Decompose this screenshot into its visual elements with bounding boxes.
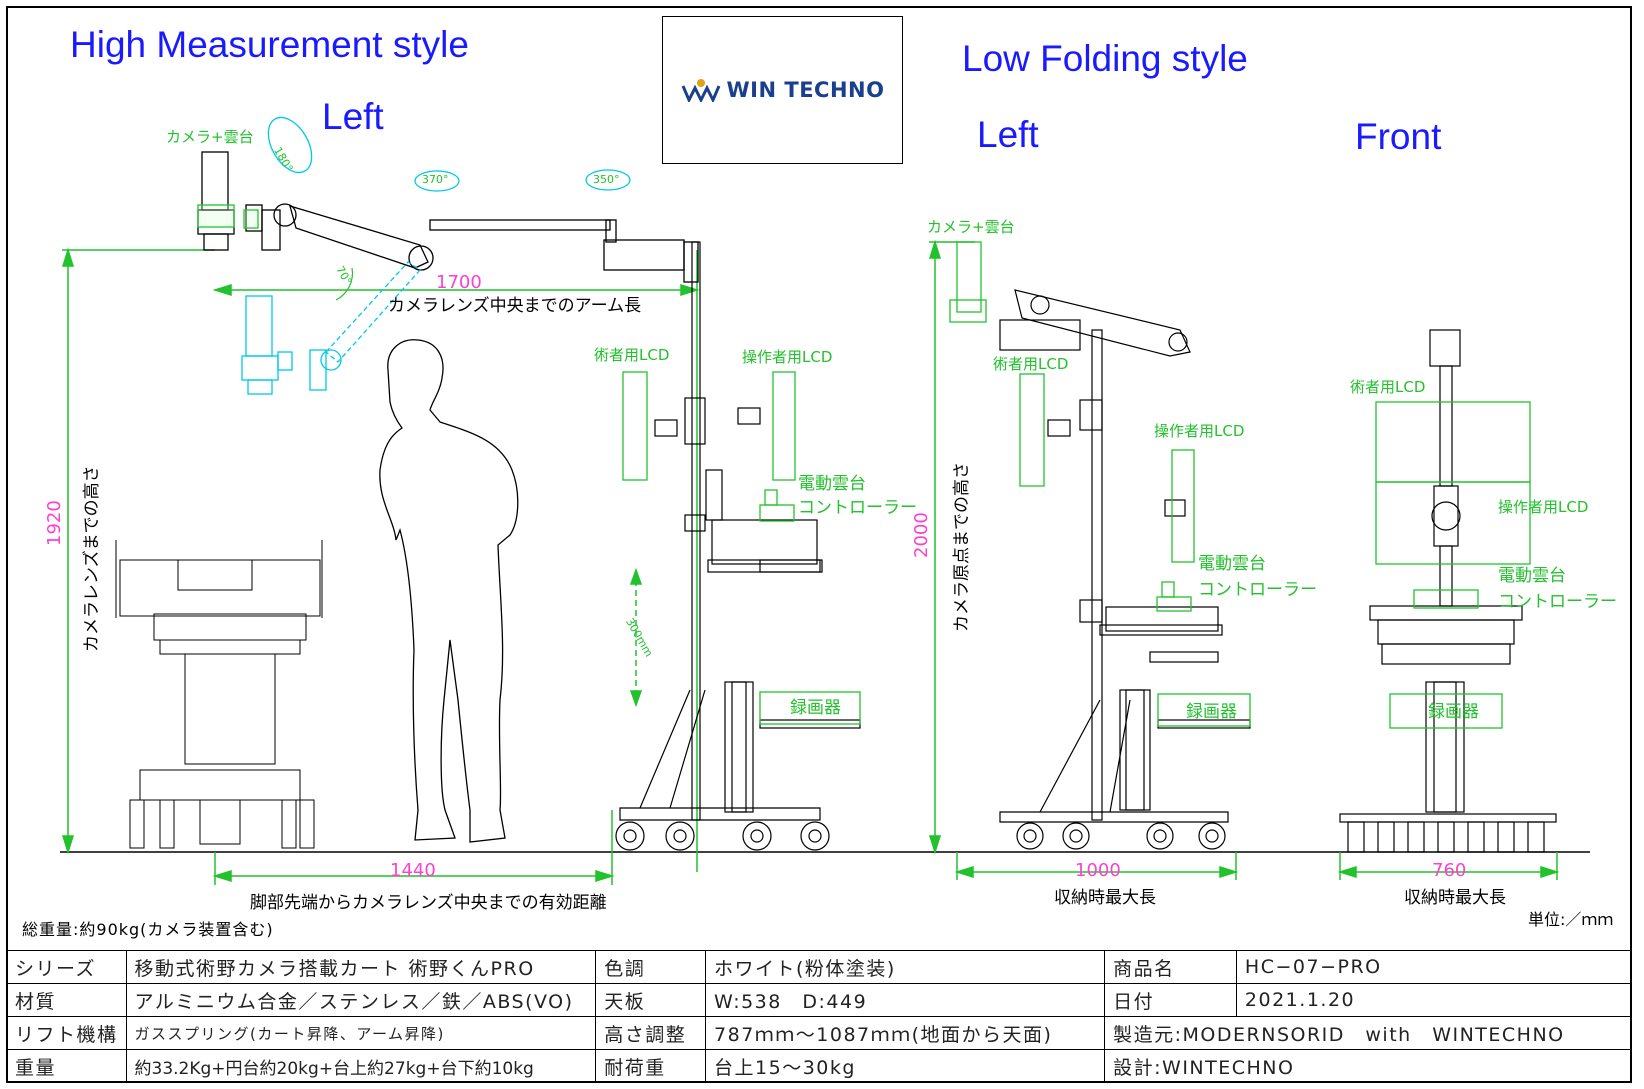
label-camera-head: カメラ+雲台	[166, 128, 254, 146]
spec-cell: 商品名	[1104, 950, 1237, 984]
label-surgeon-lcd: 術者用LCD	[594, 346, 670, 364]
spec-cell: 重量	[6, 1049, 127, 1083]
spec-cell: 移動式術野カメラ搭載カート 術野くんPRO	[125, 950, 597, 984]
spec-cell: 製造元:MODERNSORID with WINTECHNO	[1104, 1016, 1632, 1050]
label-recorder: 録画器	[790, 698, 841, 718]
spec-cell: 787ｍｍ〜1087ｍｍ(地面から天面)	[705, 1016, 1106, 1050]
spec-row: シリーズ 移動式術野カメラ搭載カート 術野くんPRO 色調 ホワイト(粉体塗装)…	[6, 950, 1633, 984]
logo-box: WIN TECHNO	[662, 16, 903, 164]
label-surgeon-lcd-low: 術者用LCD	[993, 355, 1069, 373]
label-origin-height: カメラ原点までの高さ	[952, 462, 972, 632]
spec-cell: 耐荷重	[595, 1049, 707, 1083]
label-rot-350: 350°	[593, 173, 620, 186]
spec-row: 重量 約33.2Kg+円台約20kg+台上約27kg+台下約10kg 耐荷重 台…	[6, 1049, 1632, 1083]
label-motor-head: 電動雲台	[798, 474, 866, 494]
label-arm-length: カメラレンズ中央までのアーム長	[388, 296, 642, 316]
spec-cell: 色調	[595, 950, 707, 984]
label-camera-head-low: カメラ+雲台	[927, 218, 1015, 236]
spec-cell: W:538 D:449	[705, 983, 1106, 1017]
spec-cell: リフト機構	[6, 1016, 127, 1050]
high-style-heading: High Measurement style	[70, 24, 469, 65]
spec-cell: HC−07−PRO	[1235, 950, 1633, 984]
label-effective-distance: 脚部先端からカメラレンズ中央までの有効距離	[250, 893, 607, 913]
low-left-heading: Left	[977, 114, 1039, 155]
dim-length-low: 1000	[1075, 860, 1121, 881]
spec-cell: 約33.2Kg+円台約20kg+台上約27kg+台下約10kg	[125, 1049, 597, 1083]
low-style-heading: Low Folding style	[962, 38, 1248, 79]
spec-cell: 台上15〜30kg	[705, 1049, 1106, 1083]
label-storage-max-low: 収納時最大長	[1054, 888, 1156, 908]
label-controller-front: コントローラー	[1498, 592, 1617, 612]
label-total-weight: 総重量:約90kg(カメラ装置含む)	[22, 920, 274, 939]
label-motor-head-front: 電動雲台	[1498, 566, 1566, 586]
spec-cell: シリーズ	[6, 950, 127, 984]
low-front-heading: Front	[1355, 116, 1442, 157]
label-controller: コントローラー	[798, 498, 917, 518]
spec-row: リフト機構 ガススプリング(カート昇降、アーム昇降) 高さ調整 787ｍｍ〜10…	[6, 1016, 1632, 1050]
spec-cell: 天板	[595, 983, 707, 1017]
label-recorder-front: 録画器	[1428, 702, 1479, 722]
label-operator-lcd-low: 操作者用LCD	[1154, 422, 1245, 440]
dim-height-low: 2000	[911, 512, 932, 558]
dim-distance: 1440	[390, 860, 436, 881]
win-techno-logo-icon	[681, 79, 720, 102]
high-left-heading: Left	[322, 96, 384, 137]
spec-cell: 材質	[6, 983, 127, 1017]
human-silhouette	[379, 339, 519, 843]
spec-cell: 2021.1.20	[1235, 983, 1633, 1017]
label-operator-lcd-front: 操作者用LCD	[1498, 498, 1589, 516]
dim-length-front: 760	[1432, 860, 1467, 881]
label-operator-lcd: 操作者用LCD	[742, 348, 833, 366]
label-lens-height: カメラレンズまでの高さ	[82, 465, 102, 652]
logo-text: WIN TECHNO	[726, 78, 885, 102]
label-controller-low: コントローラー	[1198, 580, 1317, 600]
spec-cell: 設計:WINTECHNO	[1104, 1049, 1632, 1083]
spec-cell: 日付	[1104, 983, 1237, 1017]
label-unit: 単位:／ｍｍ	[1528, 910, 1614, 929]
spec-cell: ガススプリング(カート昇降、アーム昇降)	[125, 1016, 597, 1050]
dim-arm: 1700	[436, 272, 482, 293]
label-surgeon-lcd-front: 術者用LCD	[1350, 378, 1426, 396]
label-motor-head-low: 電動雲台	[1198, 554, 1266, 574]
spec-row: 材質 アルミニウム合金／ステンレス／鉄／ABS(VO) 天板 W:538 D:4…	[6, 983, 1633, 1017]
dim-height-high: 1920	[44, 500, 65, 546]
label-recorder-low: 録画器	[1186, 702, 1237, 722]
label-storage-max-front: 収納時最大長	[1404, 888, 1506, 908]
spec-table: シリーズ 移動式術野カメラ搭載カート 術野くんPRO 色調 ホワイト(粉体塗装)…	[6, 950, 1633, 1083]
spec-cell: 高さ調整	[595, 1016, 707, 1050]
spec-cell: ホワイト(粉体塗装)	[705, 950, 1106, 984]
spec-cell: アルミニウム合金／ステンレス／鉄／ABS(VO)	[125, 983, 597, 1017]
label-rot-370: 370°	[422, 173, 449, 186]
